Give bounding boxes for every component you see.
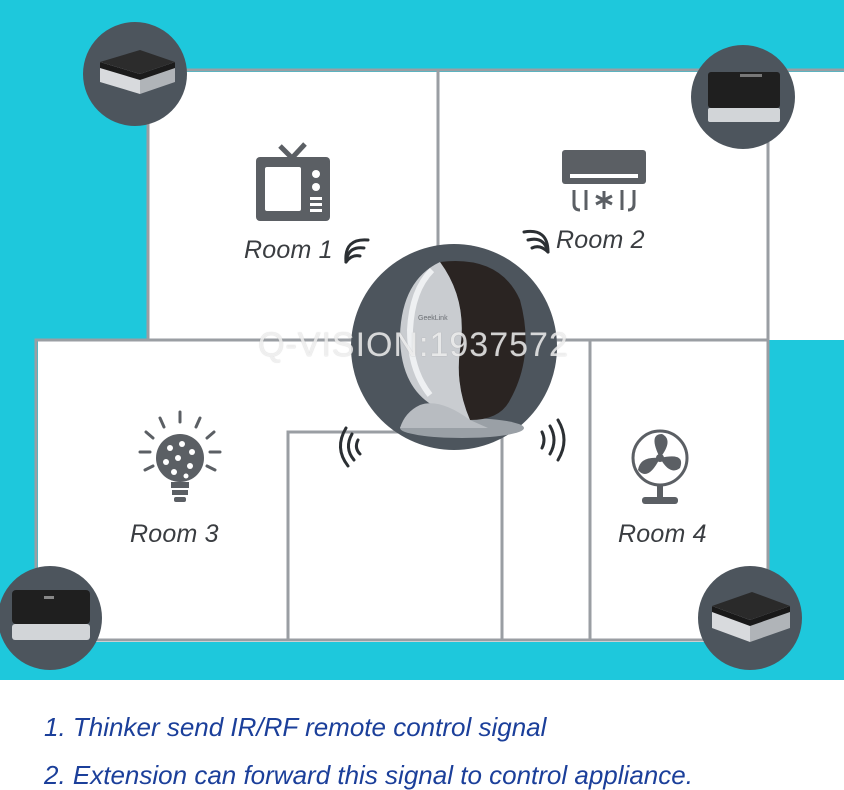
fan-icon (631, 429, 689, 504)
signal-wave-room1 (344, 238, 370, 264)
room3-label: Room 3 (130, 520, 219, 548)
hub-brand: GeekLink (418, 315, 448, 322)
tv-icon (256, 142, 330, 221)
signal-wave-room3 (339, 426, 362, 468)
signal-wave-room4 (540, 418, 566, 462)
caption-line-2: 2. Extension can forward this signal to … (44, 760, 693, 790)
caption-line-1: 1. Thinker send IR/RF remote control sig… (44, 712, 547, 742)
room4-label: Room 4 (618, 520, 707, 548)
watermark: Q-VISION:1937572 (258, 326, 569, 364)
room2-label: Room 2 (556, 226, 645, 254)
wall-hall (286, 430, 504, 640)
central-hub: GeekLink (351, 244, 557, 450)
light-bulb-icon (138, 410, 222, 502)
room1-label: Room 1 (244, 236, 333, 264)
extension-device-top-left (83, 22, 187, 126)
extension-device-bottom-left (0, 566, 102, 670)
extension-device-top-right (691, 45, 795, 149)
signal-waves (339, 229, 566, 468)
signal-wave-room2 (522, 229, 550, 254)
air-conditioner-icon (562, 150, 646, 212)
floor-plan: GeekLink (0, 22, 844, 670)
extension-device-bottom-right (698, 566, 802, 670)
